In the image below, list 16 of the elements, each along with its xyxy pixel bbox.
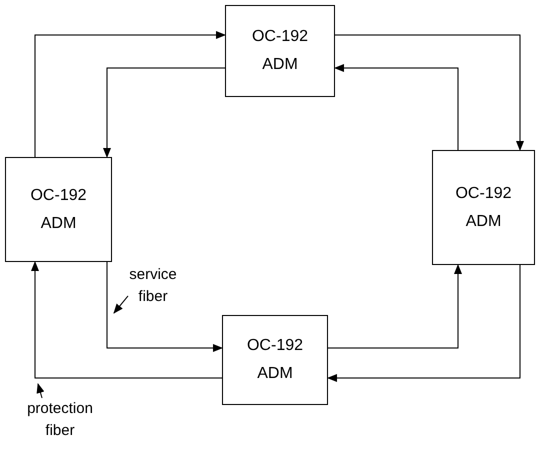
leader-arrow [113, 296, 128, 314]
fiber-arrow [334, 64, 458, 150]
adm-box: OC-192 ADM [432, 150, 535, 265]
fiber-label: service fiber [128, 264, 178, 314]
adm-box: OC-192 ADM [5, 157, 112, 262]
adm-box: OC-192 ADM [222, 315, 328, 405]
fiber-arrow [328, 264, 462, 348]
fiber-arrow [31, 261, 222, 378]
fiber-label: protection fiber [20, 398, 100, 462]
fiber-arrow [34, 31, 226, 158]
adm-box: OC-192 ADM [225, 5, 335, 97]
fiber-arrow [334, 34, 524, 151]
fiber-arrow [103, 68, 226, 158]
leader-arrow [36, 383, 44, 398]
fiber-arrow [327, 264, 520, 382]
fiber-arrow [106, 262, 223, 352]
